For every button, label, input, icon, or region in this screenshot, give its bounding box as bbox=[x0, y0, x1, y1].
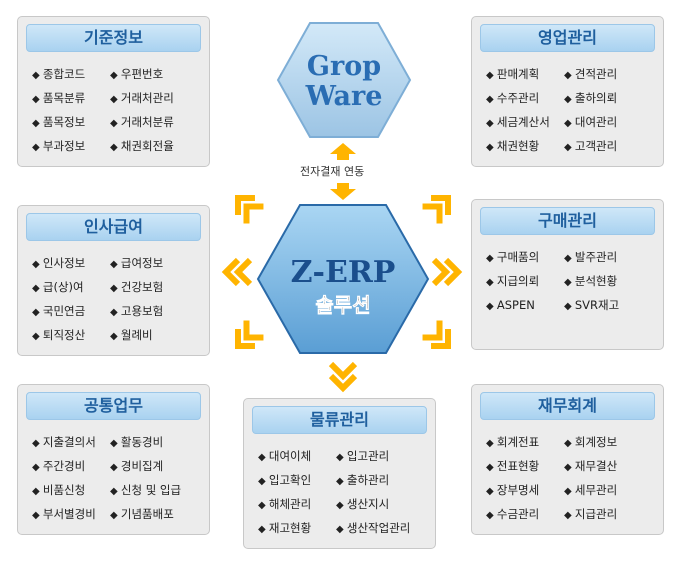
module-item[interactable]: 재고현황 bbox=[258, 520, 336, 537]
chevron-down-left-icon bbox=[230, 321, 264, 355]
module-item[interactable]: 우편번호 bbox=[110, 66, 200, 83]
module-title[interactable]: 공통업무 bbox=[26, 392, 201, 420]
module-item[interactable]: 건강보험 bbox=[110, 279, 200, 296]
module-item[interactable]: 지출결의서 bbox=[32, 434, 110, 451]
chevron-down-icon bbox=[331, 364, 355, 388]
module-item[interactable]: 세무관리 bbox=[564, 482, 654, 499]
module-item[interactable]: 출하관리 bbox=[336, 472, 426, 489]
module-item[interactable]: ASPEN bbox=[486, 297, 564, 314]
module-item[interactable]: 인사정보 bbox=[32, 255, 110, 272]
module-item[interactable]: 주간경비 bbox=[32, 458, 110, 475]
module-item[interactable]: 세금계산서 bbox=[486, 114, 564, 131]
down-arrow-icon bbox=[330, 183, 356, 200]
module-box: 인사급여인사정보급여정보급(상)여건강보험국민연금고용보험퇴직정산월례비 bbox=[17, 205, 210, 356]
module-item[interactable]: 출하의뢰 bbox=[564, 90, 654, 107]
module-item[interactable]: 생산지시 bbox=[336, 496, 426, 513]
module-item[interactable]: 고객관리 bbox=[564, 138, 654, 155]
module-item[interactable]: 해체관리 bbox=[258, 496, 336, 513]
module-item[interactable]: 품목분류 bbox=[32, 90, 110, 107]
module-title[interactable]: 구매관리 bbox=[480, 207, 655, 235]
module-item[interactable]: 분석현황 bbox=[564, 273, 654, 290]
module-title[interactable]: 인사급여 bbox=[26, 213, 201, 241]
up-arrow-icon bbox=[330, 143, 356, 160]
module-item[interactable]: 부과정보 bbox=[32, 138, 110, 155]
module-item[interactable]: 수금관리 bbox=[486, 506, 564, 523]
chevron-left-icon bbox=[226, 260, 250, 284]
module-item[interactable]: 경비집계 bbox=[110, 458, 200, 475]
groupware-line2: Ware bbox=[305, 81, 383, 112]
module-box: 기준정보종합코드우편번호품목분류거래처관리품목정보거래처분류부과정보채권회전율 bbox=[17, 16, 210, 167]
module-box: 물류관리대여이체입고관리입고확인출하관리해체관리생산지시재고현황생산작업관리 bbox=[243, 398, 436, 549]
module-item[interactable]: 국민연금 bbox=[32, 303, 110, 320]
module-item[interactable]: 품목정보 bbox=[32, 114, 110, 131]
module-box: 구매관리구매품의발주관리지급의뢰분석현황ASPENSVR재고 bbox=[471, 199, 664, 350]
module-item[interactable]: 발주관리 bbox=[564, 249, 654, 266]
chevron-up-right-icon bbox=[423, 190, 457, 224]
module-box: 영업관리판매계획견적관리수주관리출하의뢰세금계산서대여관리채권현황고객관리 bbox=[471, 16, 664, 167]
module-box: 공통업무지출결의서활동경비주간경비경비집계비품신청신청 및 입급부서별경비기념품… bbox=[17, 384, 210, 535]
module-item[interactable]: 비품신청 bbox=[32, 482, 110, 499]
module-item[interactable]: 거래처분류 bbox=[110, 114, 200, 131]
module-item[interactable]: 전표현황 bbox=[486, 458, 564, 475]
module-item[interactable]: 급여정보 bbox=[110, 255, 200, 272]
module-item[interactable]: 활동경비 bbox=[110, 434, 200, 451]
module-item[interactable]: 견적관리 bbox=[564, 66, 654, 83]
module-item[interactable]: 월례비 bbox=[110, 327, 200, 344]
module-item[interactable]: 구매품의 bbox=[486, 249, 564, 266]
module-item[interactable]: 기념품배포 bbox=[110, 506, 200, 523]
link-label: 전자결재 연동 bbox=[300, 165, 365, 178]
module-item[interactable]: 입고확인 bbox=[258, 472, 336, 489]
module-item[interactable]: 수주관리 bbox=[486, 90, 564, 107]
module-item[interactable]: 채권현황 bbox=[486, 138, 564, 155]
module-item[interactable]: 재무결산 bbox=[564, 458, 654, 475]
chevron-up-left-icon bbox=[230, 190, 264, 224]
module-item[interactable]: 고용보험 bbox=[110, 303, 200, 320]
module-title[interactable]: 물류관리 bbox=[252, 406, 427, 434]
module-item[interactable]: 장부명세 bbox=[486, 482, 564, 499]
module-item[interactable]: 채권회전율 bbox=[110, 138, 200, 155]
module-item[interactable]: 신청 및 입급 bbox=[110, 482, 200, 499]
module-item[interactable]: 거래처관리 bbox=[110, 90, 200, 107]
module-item[interactable]: SVR재고 bbox=[564, 297, 654, 314]
module-item[interactable]: 부서별경비 bbox=[32, 506, 110, 523]
module-item[interactable]: 생산작업관리 bbox=[336, 520, 426, 537]
groupware-hexagon bbox=[276, 22, 412, 138]
module-item[interactable]: 회계정보 bbox=[564, 434, 654, 451]
module-item[interactable]: 회계전표 bbox=[486, 434, 564, 451]
module-title[interactable]: 재무회계 bbox=[480, 392, 655, 420]
module-item[interactable]: 퇴직정산 bbox=[32, 327, 110, 344]
groupware-line1: Grop bbox=[307, 51, 381, 82]
module-item[interactable]: 대여관리 bbox=[564, 114, 654, 131]
module-item[interactable]: 급(상)여 bbox=[32, 279, 110, 296]
module-item[interactable]: 입고관리 bbox=[336, 448, 426, 465]
erp-hexagon bbox=[256, 204, 430, 354]
module-title[interactable]: 기준정보 bbox=[26, 24, 201, 52]
erp-subtitle: 솔루션 bbox=[315, 293, 370, 317]
module-item[interactable]: 대여이체 bbox=[258, 448, 336, 465]
chevron-down-right-icon bbox=[423, 321, 457, 355]
erp-title: Z-ERP bbox=[291, 255, 396, 290]
chevron-right-icon bbox=[434, 260, 458, 284]
module-item[interactable]: 지급의뢰 bbox=[486, 273, 564, 290]
module-item[interactable]: 지급관리 bbox=[564, 506, 654, 523]
module-item[interactable]: 판매계획 bbox=[486, 66, 564, 83]
module-item[interactable]: 종합코드 bbox=[32, 66, 110, 83]
module-box: 재무회계회계전표회계정보전표현황재무결산장부명세세무관리수금관리지급관리 bbox=[471, 384, 664, 535]
module-title[interactable]: 영업관리 bbox=[480, 24, 655, 52]
